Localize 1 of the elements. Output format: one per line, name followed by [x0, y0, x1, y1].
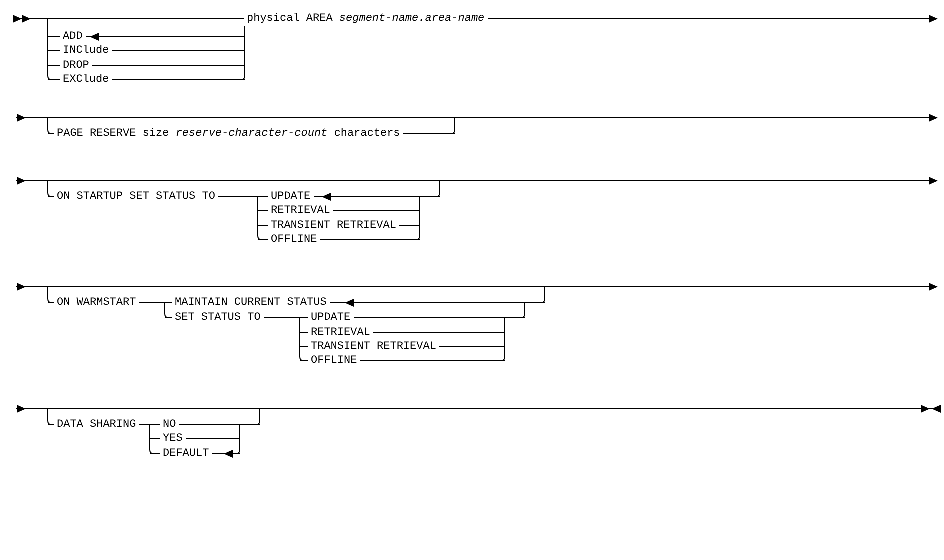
syntax-keyword: physical AREA segment-name.area-name: [244, 12, 488, 26]
